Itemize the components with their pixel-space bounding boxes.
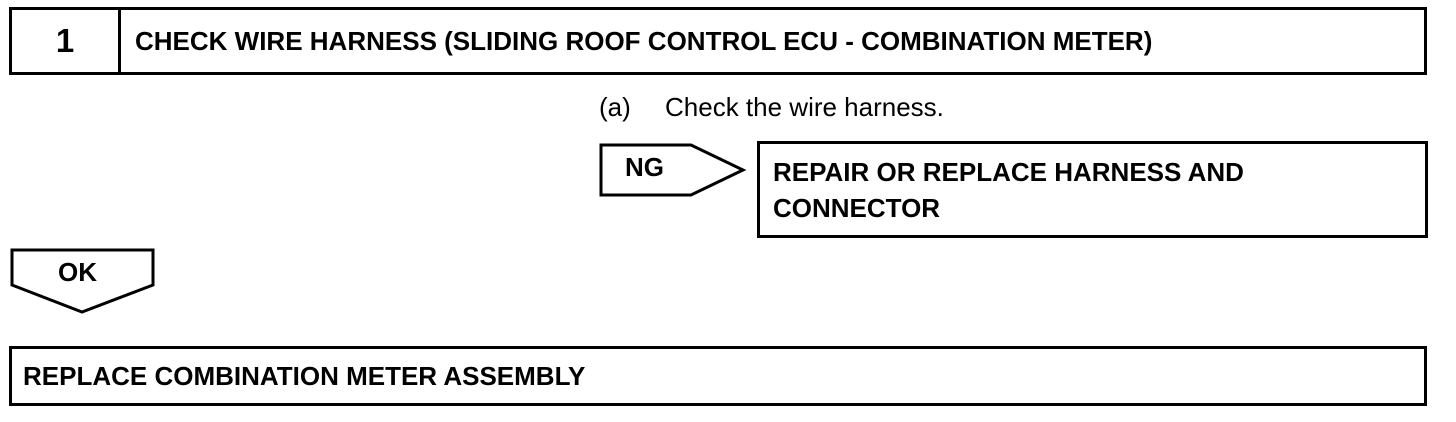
instruction-text: Check the wire harness.	[665, 92, 944, 122]
ng-result-box: REPAIR OR REPLACE HARNESS AND CONNECTOR	[757, 141, 1428, 238]
ng-arrow-shape	[599, 143, 747, 197]
final-action-box: REPLACE COMBINATION METER ASSEMBLY	[9, 346, 1427, 406]
ok-arrow-shape	[10, 248, 155, 314]
ok-label: OK	[58, 257, 97, 287]
step-title: CHECK WIRE HARNESS (SLIDING ROOF CONTROL…	[135, 25, 1153, 56]
step-header: 1 CHECK WIRE HARNESS (SLIDING ROOF CONTR…	[9, 7, 1427, 75]
instruction-marker: (a)	[599, 92, 631, 122]
step-number: 1	[12, 10, 121, 72]
final-action-text: REPLACE COMBINATION METER ASSEMBLY	[23, 360, 586, 391]
ng-label: NG	[625, 152, 664, 182]
ng-result-text: REPAIR OR REPLACE HARNESS AND CONNECTOR	[773, 157, 1244, 223]
